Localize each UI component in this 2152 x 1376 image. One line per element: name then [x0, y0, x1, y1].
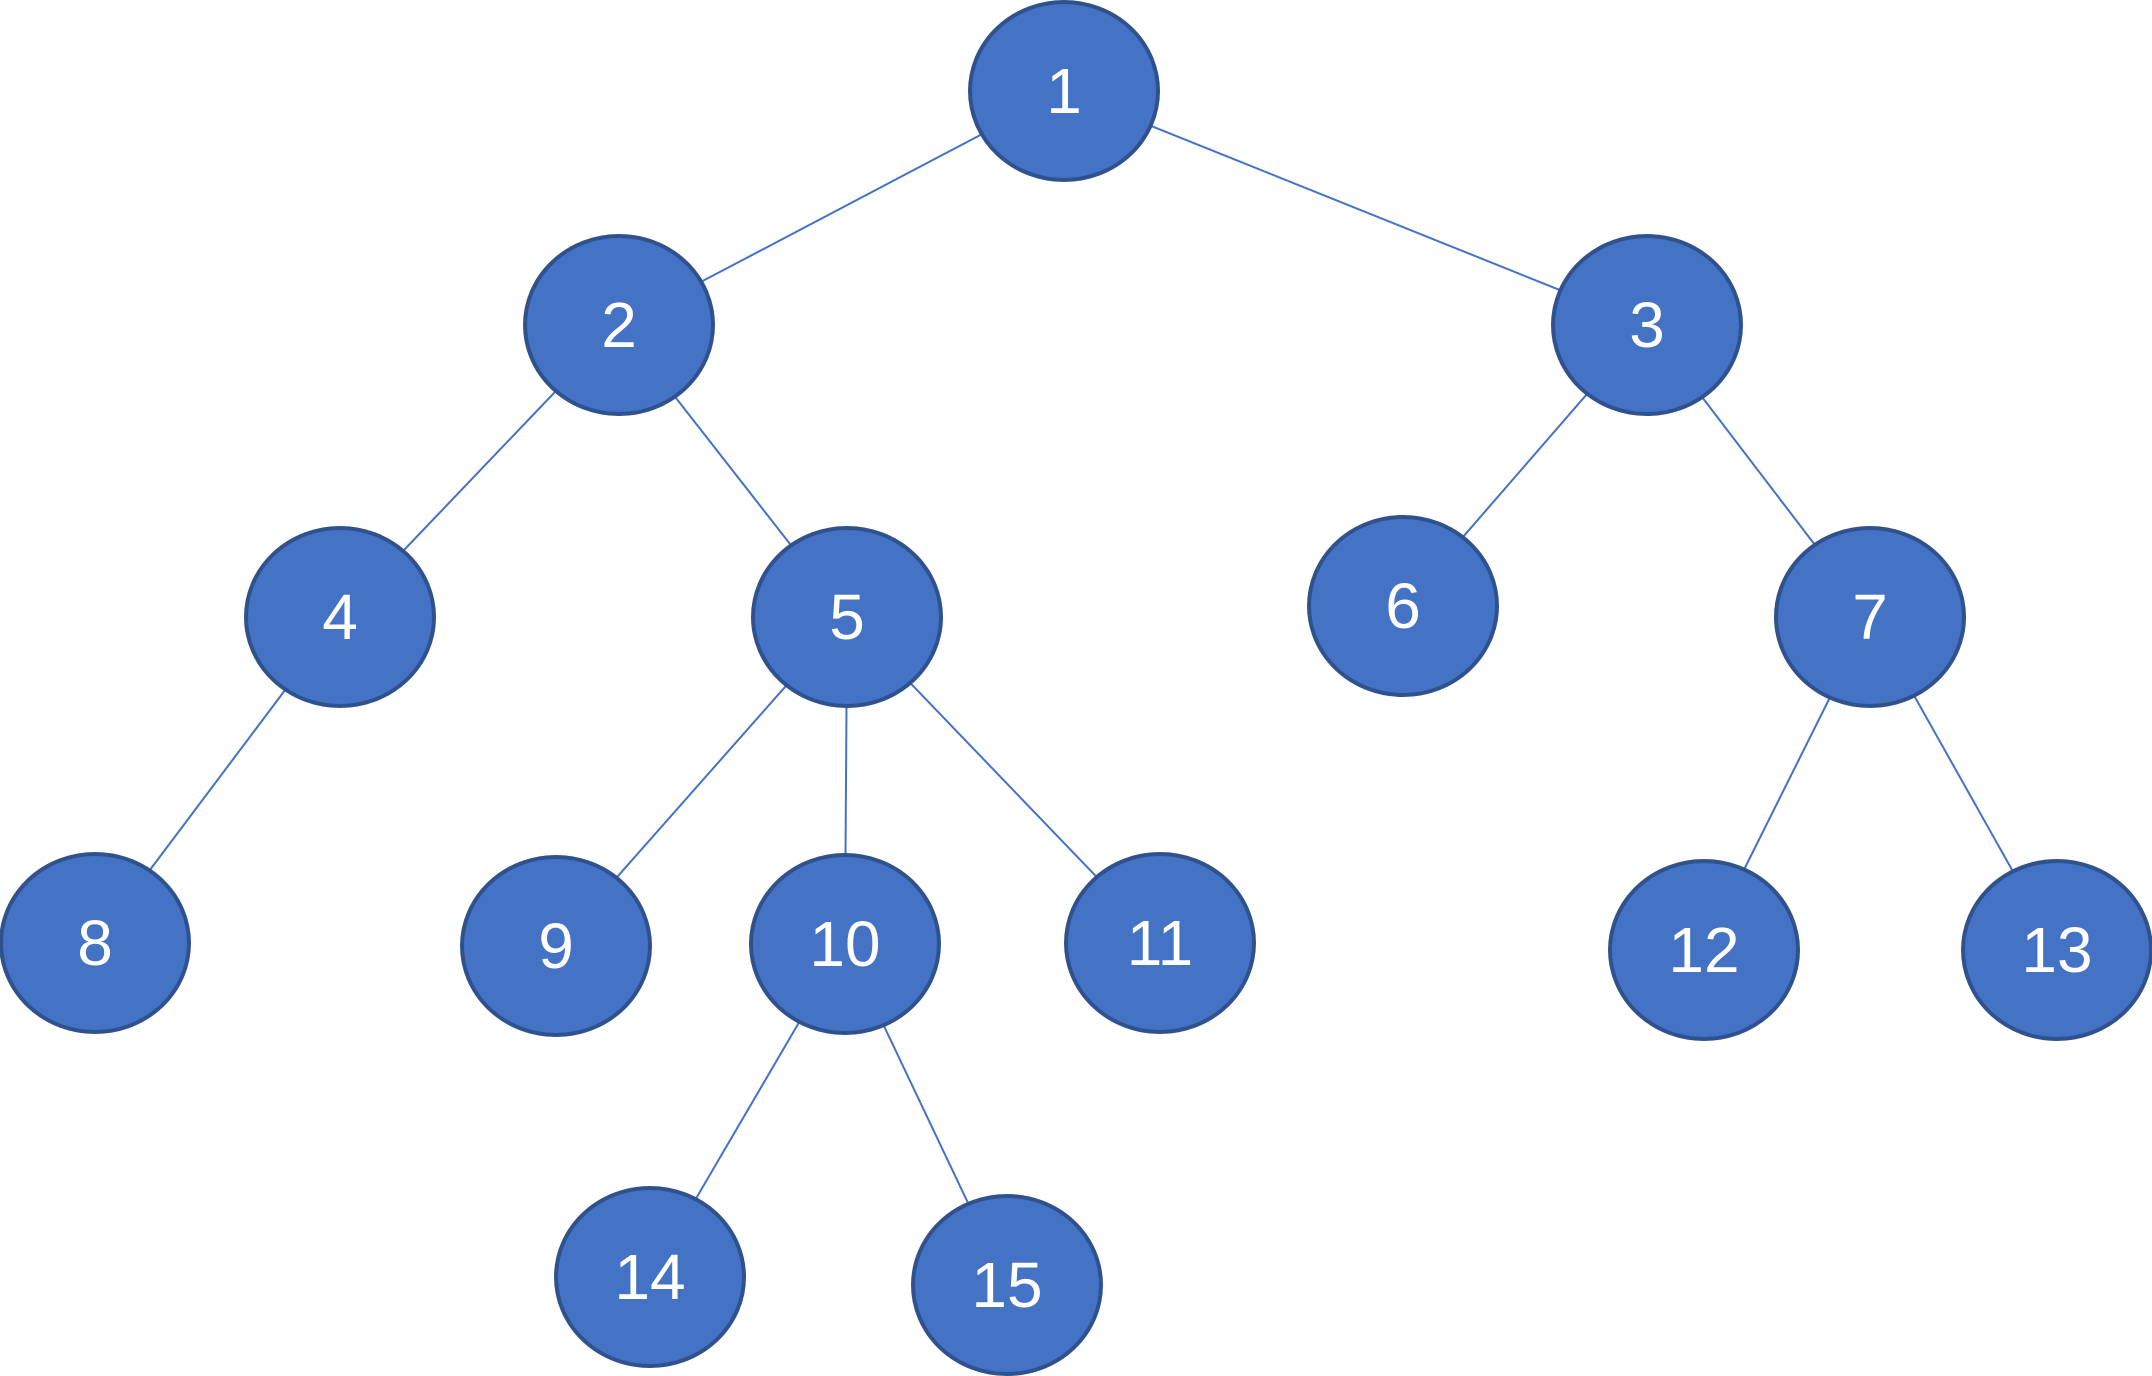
node-2: 2 — [523, 234, 715, 416]
node-label-7: 7 — [1852, 581, 1888, 653]
node-label-1: 1 — [1046, 55, 1082, 127]
edge-1-3 — [1150, 124, 1561, 292]
edge-5-10 — [844, 705, 848, 856]
node-3: 3 — [1551, 234, 1743, 416]
node-label-5: 5 — [829, 581, 865, 653]
node-circle-15 — [911, 1194, 1103, 1376]
edge-10-14 — [694, 1021, 801, 1200]
edge-2-4 — [402, 390, 557, 552]
node-12: 12 — [1608, 859, 1800, 1041]
node-15: 15 — [911, 1194, 1103, 1376]
edge-4-8 — [148, 688, 287, 872]
node-circle-1 — [968, 0, 1160, 182]
node-label-4: 4 — [322, 581, 358, 653]
node-10: 10 — [749, 853, 941, 1035]
edge-2-5 — [674, 395, 792, 547]
node-13: 13 — [1961, 859, 2152, 1041]
node-circle-14 — [554, 1186, 746, 1368]
node-circle-12 — [1608, 859, 1800, 1041]
node-8: 8 — [0, 852, 191, 1034]
node-label-13: 13 — [2021, 914, 2092, 986]
edge-5-9 — [615, 684, 788, 879]
node-circle-13 — [1961, 859, 2152, 1041]
edge-7-12 — [1743, 697, 1831, 870]
node-label-11: 11 — [1127, 907, 1193, 979]
edge-3-6 — [1461, 393, 1589, 538]
node-circle-3 — [1551, 234, 1743, 416]
edges-layer — [148, 124, 2014, 1205]
node-label-9: 9 — [538, 910, 574, 982]
node-label-14: 14 — [614, 1241, 685, 1313]
node-circle-8 — [0, 852, 191, 1034]
node-label-8: 8 — [77, 907, 113, 979]
node-label-6: 6 — [1385, 570, 1421, 642]
node-circle-5 — [751, 526, 943, 708]
node-circle-11 — [1064, 852, 1256, 1034]
edge-3-7 — [1701, 396, 1816, 546]
node-14: 14 — [554, 1186, 746, 1368]
node-label-2: 2 — [601, 289, 637, 361]
node-circle-6 — [1307, 515, 1499, 697]
node-11: 11 — [1064, 852, 1256, 1034]
node-label-12: 12 — [1668, 914, 1739, 986]
node-circle-10 — [749, 853, 941, 1035]
node-1: 1 — [968, 0, 1160, 182]
node-label-3: 3 — [1629, 289, 1665, 361]
node-4: 4 — [244, 526, 436, 708]
node-circle-9 — [460, 855, 652, 1037]
edge-10-15 — [882, 1024, 970, 1205]
node-circle-7 — [1774, 526, 1966, 708]
node-6: 6 — [1307, 515, 1499, 697]
node-label-10: 10 — [809, 908, 880, 980]
node-label-15: 15 — [971, 1249, 1042, 1321]
edge-7-13 — [1913, 695, 2014, 872]
edge-1-2 — [700, 133, 983, 283]
node-5: 5 — [751, 526, 943, 708]
node-circle-2 — [523, 234, 715, 416]
node-7: 7 — [1774, 526, 1966, 708]
edge-5-11 — [909, 682, 1098, 878]
node-9: 9 — [460, 855, 652, 1037]
node-circle-4 — [244, 526, 436, 708]
